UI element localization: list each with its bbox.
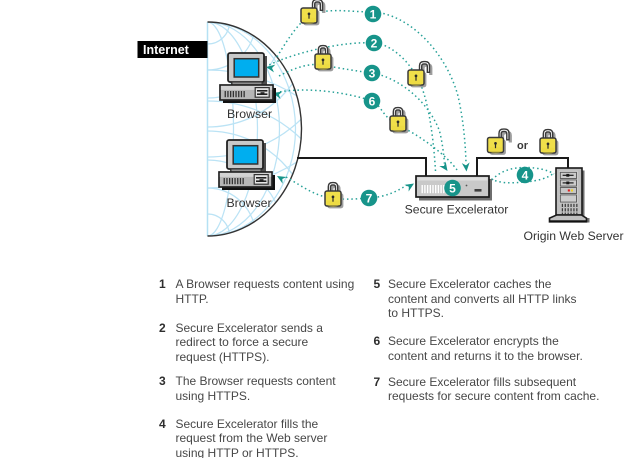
svg-text:4: 4 [522, 169, 529, 183]
svg-text:3: 3 [369, 67, 376, 81]
svg-text:Browser: Browser [227, 107, 272, 121]
svg-text:or: or [517, 140, 529, 152]
svg-text:Browser: Browser [226, 196, 271, 210]
svg-text:2: 2 [371, 37, 378, 51]
svg-text:5: 5 [449, 182, 456, 196]
svg-text:Origin Web Server: Origin Web Server [523, 229, 623, 243]
svg-text:Internet: Internet [143, 43, 190, 57]
svg-text:1: 1 [370, 8, 377, 22]
svg-text:Secure Excelerator: Secure Excelerator [405, 203, 509, 217]
svg-text:6: 6 [369, 95, 376, 109]
svg-text:7: 7 [366, 192, 373, 206]
